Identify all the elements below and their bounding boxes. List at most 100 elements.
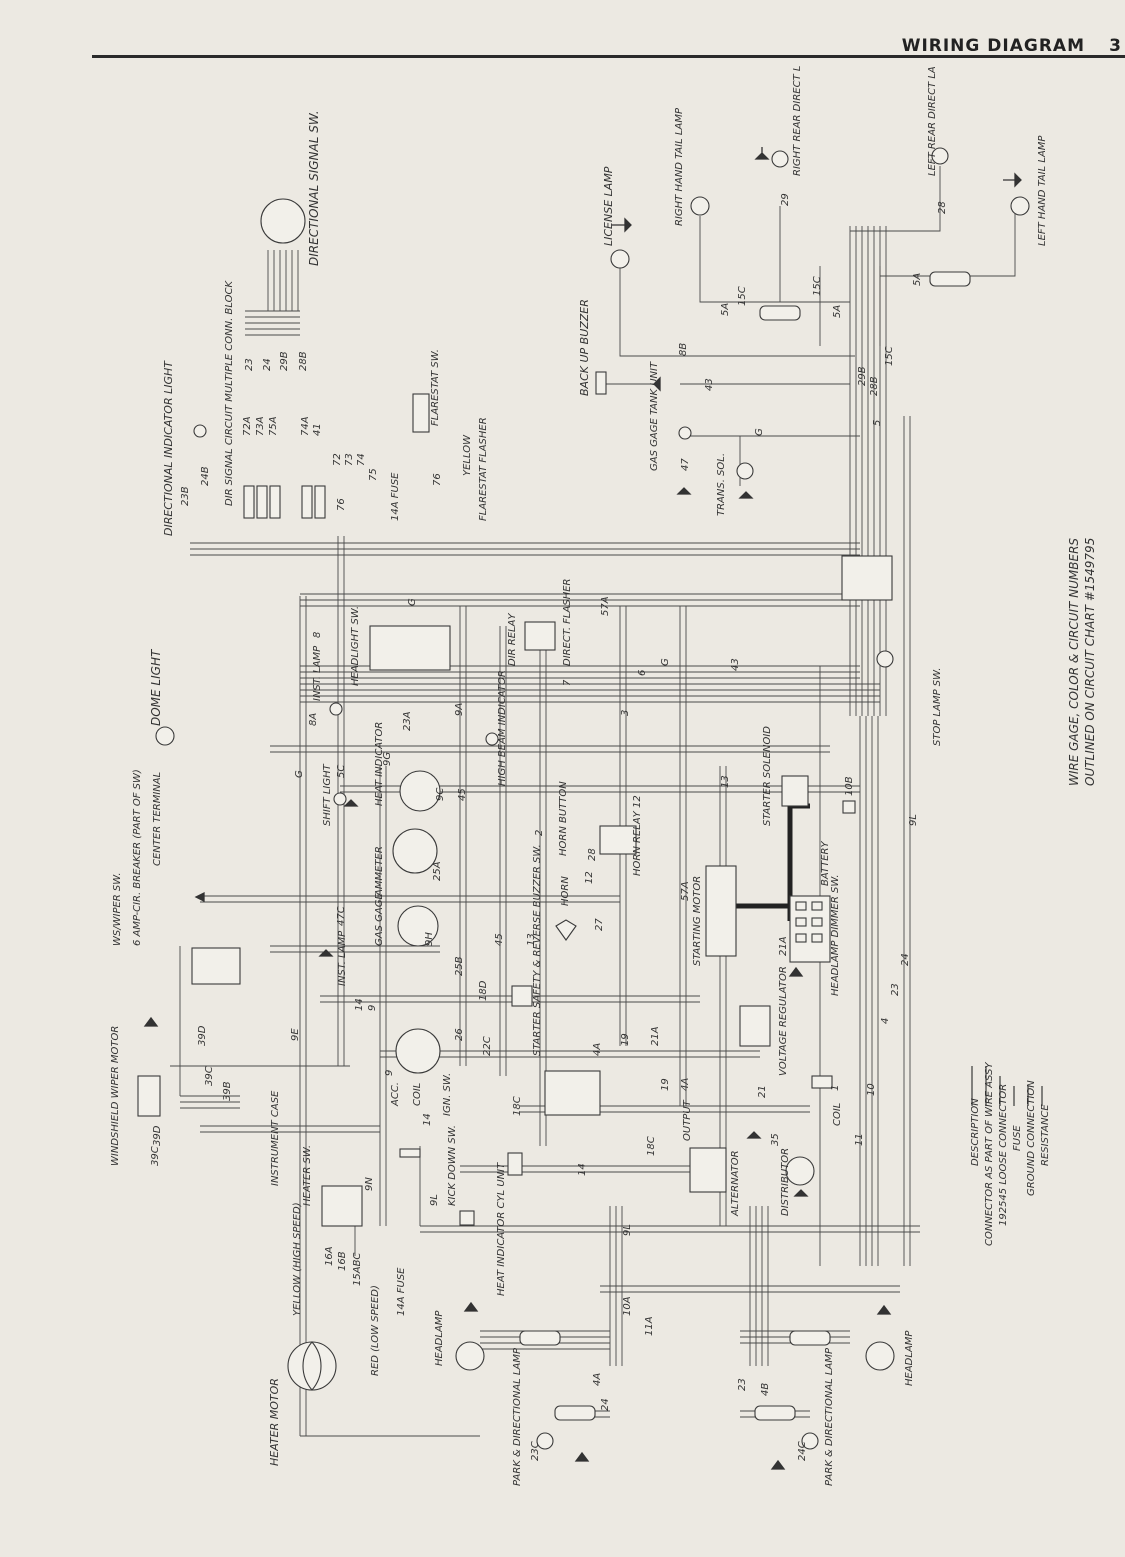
label-voltage-regulator: VOLTAGE REGULATOR	[778, 966, 789, 1076]
label-headlamp-right: HEADLAMP	[904, 1330, 915, 1386]
wire-label: 28	[937, 201, 948, 214]
legend-item: CONNECTOR AS PART OF WIRE ASSY	[984, 1062, 995, 1246]
wire-label: 35	[770, 1133, 781, 1146]
fuse-icon	[399, 1148, 421, 1158]
wire-label: 28B	[298, 351, 309, 371]
wire-label: 15ABC	[352, 1253, 363, 1286]
label-right-hand-tail-lamp: RIGHT HAND TAIL LAMP	[674, 107, 685, 226]
label-flarestat-flasher: FLARESTAT FLASHER	[478, 417, 489, 521]
ammeter-gauge-icon	[392, 828, 438, 874]
wire-label: 73A	[255, 416, 266, 436]
label-horn-relay: HORN RELAY 12	[632, 795, 643, 876]
label-center-terminal: CENTER TERMINAL	[152, 772, 163, 866]
battery-cells	[795, 901, 823, 943]
label-headlamp-dimmer-sw: HEADLAMP DIMMER SW.	[830, 874, 841, 996]
wire-label: 23	[890, 983, 901, 996]
wire-label: 39B	[222, 1081, 233, 1101]
wire-label: 2	[534, 830, 545, 836]
wire-label: 5	[872, 420, 883, 426]
wire-label: 11A	[644, 1316, 655, 1336]
headlight-switch-icon	[369, 625, 451, 671]
wire-label: 24B	[200, 466, 211, 486]
legend-item: DESCRIPTION	[970, 1098, 981, 1166]
distributor-icon	[785, 1156, 815, 1186]
label-heater-sw: HEATER SW.	[302, 1145, 313, 1206]
wire-label: 9C	[435, 788, 446, 801]
tail-lamp-icon	[690, 196, 710, 216]
wire-label: 4A	[680, 1078, 691, 1091]
label-ammeter: AMMETER	[374, 846, 385, 897]
wire-label: 1	[830, 1085, 841, 1091]
wire-label: 39C	[204, 1066, 215, 1086]
header-rule	[92, 55, 1125, 58]
wire-label: 11	[854, 1133, 865, 1146]
wire-label: 23	[244, 358, 255, 371]
label-gas-gage-tank-unit: GAS GAGE TANK UNIT	[649, 361, 660, 471]
connector-icon	[554, 1405, 596, 1421]
directional-signal-switch-icon	[260, 198, 306, 244]
label-left-hand-tail-lamp: LEFT HAND TAIL LAMP	[1037, 135, 1048, 246]
wire-label: 76	[432, 473, 443, 486]
wire-label: 5C	[336, 765, 347, 778]
wire-label: 10A	[622, 1296, 633, 1316]
park-lamp-icon	[801, 1432, 819, 1450]
wire-label: 14	[577, 1163, 588, 1176]
wire-label: 57A	[680, 881, 691, 901]
wire-label: 41	[312, 423, 323, 436]
wire-label: 5A	[720, 303, 731, 316]
label-starter-solenoid: STARTER SOLENOID	[762, 726, 773, 826]
label-alternator: ALTERNATOR	[730, 1150, 741, 1217]
wire-label: 9E	[290, 1028, 301, 1041]
kickdown-switch-icon	[459, 1210, 475, 1226]
label-dir-relay: DIR RELAY	[507, 613, 518, 666]
label-coil: COIL	[832, 1103, 843, 1126]
label-heat-indicator-cyl-unit: HEAT INDICATOR CYL UNIT	[496, 1162, 507, 1296]
label-park-dir-right: PARK & DIRECTIONAL LAMP	[824, 1347, 835, 1486]
label-heat-indicator: HEAT INDICATOR	[374, 722, 385, 806]
ignition-switch-icon	[395, 1028, 441, 1074]
label-heater-motor: HEATER MOTOR	[268, 1378, 281, 1466]
wire-label: 6	[637, 670, 648, 676]
wire-label: 72A	[242, 416, 253, 436]
wire-label: G	[660, 658, 671, 666]
wire-label: 76	[336, 498, 347, 511]
wire-label: 9H	[424, 932, 435, 946]
wire-label: G	[407, 598, 418, 606]
wire-label: 57A	[600, 596, 611, 616]
heat-cyl-unit-icon	[507, 1152, 523, 1176]
component-labels: DIRECTIONAL SIGNAL SW. DIRECTIONAL INDIC…	[110, 66, 1048, 1486]
wire-label: 47C	[336, 906, 347, 926]
label-inst-lamp-top: INST. LAMP	[312, 645, 323, 701]
relay-block-icon	[544, 1070, 601, 1116]
lamp-icon	[485, 732, 499, 746]
wire-label: 21A	[778, 936, 789, 956]
wire-label: 43	[704, 378, 715, 391]
label-directional-signal-sw: DIRECTIONAL SIGNAL SW.	[307, 110, 321, 266]
wire-label: 15C	[737, 286, 748, 306]
wire-label: 39D	[152, 1125, 163, 1146]
trans-solenoid-icon	[736, 462, 754, 480]
wire-label: 45	[494, 933, 505, 946]
label-park-dir-left: PARK & DIRECTIONAL LAMP	[512, 1347, 523, 1486]
label-headlight-sw: HEADLIGHT SW.	[350, 606, 361, 686]
buzzer-icon	[595, 371, 607, 395]
wire-label: 12	[584, 871, 595, 884]
label-output: OUTPUT	[682, 1099, 693, 1141]
label-stop-lamp-sw: STOP LAMP SW.	[932, 668, 943, 746]
wire-label: 45	[457, 788, 468, 801]
heater-switch-icon	[321, 1185, 363, 1227]
label-inst-lamp-bottom: INST. LAMP	[337, 930, 348, 986]
wire-label: 9L	[429, 1194, 440, 1206]
wire-label: 74	[356, 453, 367, 466]
alternator-icon	[689, 1147, 727, 1193]
wire-label: 19	[660, 1078, 671, 1091]
wire-label: 22C	[482, 1036, 493, 1056]
wire-label: 14	[422, 1113, 433, 1126]
wire-label: 23A	[402, 711, 413, 731]
wire-label: 8B	[678, 343, 689, 356]
circuit-note: WIRE GAGE, COLOR & CIRCUIT NUMBERS OUTLI…	[1067, 538, 1097, 786]
label-trans-sol: TRANS. SOL.	[716, 453, 727, 516]
page-header: WIRING DIAGRAM 3	[0, 0, 1125, 66]
label-right-rear-direct-lamp: RIGHT REAR DIRECT LAMP	[792, 66, 803, 176]
label-14a-fuse-top: 14A FUSE	[390, 472, 401, 521]
